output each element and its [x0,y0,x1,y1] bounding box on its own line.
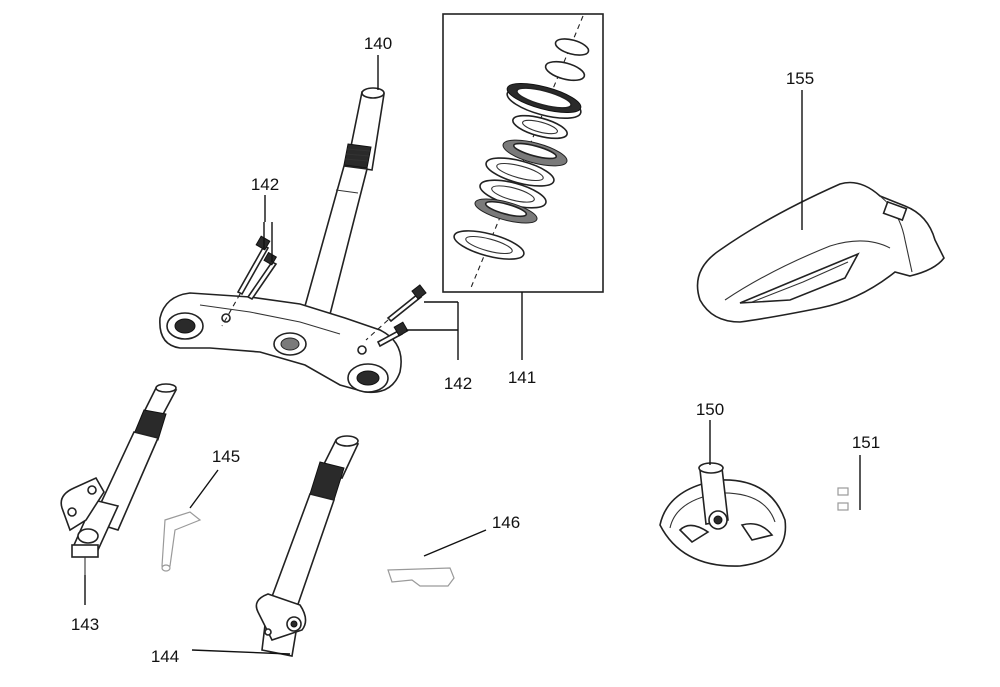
label-140: 140 [364,34,392,53]
front-fender-part [696,181,945,323]
label-151: 151 [852,433,880,452]
small-fastener-151-part [837,487,849,511]
right-fork-leg-part [255,435,360,657]
label-145: 145 [212,447,240,466]
label-144: 144 [151,647,179,666]
bearing-set-part [442,13,604,293]
left-fork-leg-part [60,383,178,575]
steering-stem-part [299,87,385,331]
label-142-upper: 142 [251,175,279,194]
label-150: 150 [696,400,724,419]
label-146: 146 [492,513,520,532]
clamp-bolts-part [221,235,427,348]
brake-disc-hub-part [659,462,787,567]
label-155: 155 [786,69,814,88]
label-141: 141 [508,368,536,387]
label-142-lower: 142 [444,374,472,393]
triple-clamp-part [159,292,402,394]
label-143: 143 [71,615,99,634]
leader-lines [84,55,861,655]
bracket-145-part [161,511,202,572]
clip-146-part [387,567,455,587]
